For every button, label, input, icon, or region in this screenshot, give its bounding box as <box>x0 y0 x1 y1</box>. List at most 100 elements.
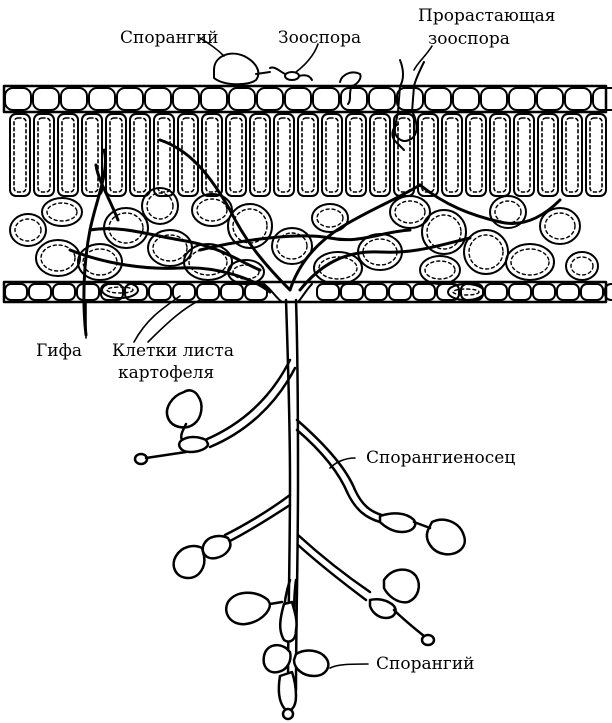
epidermis-cell <box>565 88 591 110</box>
chloroplast-ring <box>542 118 554 192</box>
chloroplast-ring <box>230 118 242 192</box>
chloroplast-ring <box>518 118 530 192</box>
lower-epidermis-cell <box>29 284 51 300</box>
lower-epidermis-cell <box>341 284 363 300</box>
spongy-cell <box>42 198 82 226</box>
palisade-cell <box>58 114 78 196</box>
chloroplast-ring <box>254 118 266 192</box>
guard-cell <box>298 284 312 302</box>
lower-epidermis-cell <box>509 284 531 300</box>
epidermis-cell <box>481 88 507 110</box>
palisade-cell <box>106 114 126 196</box>
epidermis-cell <box>313 88 339 110</box>
palisade-cell <box>370 114 390 196</box>
spongy-cell-inner <box>545 213 575 239</box>
lower-epidermis-cell <box>389 284 411 300</box>
epidermis-cell <box>89 88 115 110</box>
spongy-cell-inner <box>197 199 227 221</box>
chloroplast-ring <box>38 118 50 192</box>
palisade-cell <box>226 114 246 196</box>
lower-epidermis-cell <box>557 284 579 300</box>
palisade-cell <box>562 114 582 196</box>
spongy-cell-inner <box>495 201 521 223</box>
epidermis-cell <box>285 88 311 110</box>
lower-epidermis-cell <box>77 284 99 300</box>
chloroplast-ring <box>590 118 602 192</box>
palisade-cell <box>442 114 462 196</box>
spongy-cell-inner <box>395 201 425 223</box>
chloroplast-ring <box>158 118 170 192</box>
spongy-cell-inner <box>511 249 549 275</box>
palisade-cell <box>346 114 366 196</box>
epidermis-cell <box>509 88 535 110</box>
chloroplast-ring <box>350 118 362 192</box>
epidermis-cell <box>593 88 612 110</box>
palisade-cell <box>490 114 510 196</box>
chloroplast-ring <box>302 118 314 192</box>
spongy-cell-inner <box>317 209 343 227</box>
lower-epidermis-cell <box>317 284 339 300</box>
palisade-cell <box>394 114 414 196</box>
lower-epidermis-cell <box>221 284 243 300</box>
epidermis-cell <box>397 88 423 110</box>
epidermis-cell <box>341 88 367 110</box>
lower-epidermis <box>4 282 612 302</box>
palisade-cell <box>274 114 294 196</box>
label-hypha: Гифа <box>36 342 82 361</box>
palisade-cell <box>418 114 438 196</box>
palisade-cell <box>82 114 102 196</box>
spongy-cell-inner <box>453 289 479 295</box>
palisade-cell <box>322 114 342 196</box>
chloroplast-ring <box>62 118 74 192</box>
epidermis-cell <box>229 88 255 110</box>
label-sporangium-top: Спорангий <box>120 29 219 48</box>
lower-epidermis-cell <box>485 284 507 300</box>
spongy-cell-inner <box>571 257 593 275</box>
label-germinating-line1: Прорастающая <box>418 7 556 26</box>
palisade-cell <box>514 114 534 196</box>
label-sporangium-bottom: Спорангий <box>376 655 475 674</box>
palisade-cell <box>10 114 30 196</box>
epidermis-cell <box>145 88 171 110</box>
epidermis-cell <box>173 88 199 110</box>
palisade-cell <box>154 114 174 196</box>
upper-epidermis <box>4 86 612 112</box>
epidermis-cell <box>5 88 31 110</box>
lower-epidermis-cell <box>365 284 387 300</box>
epidermis-cell <box>33 88 59 110</box>
spongy-cell-inner <box>47 203 77 221</box>
chloroplast-ring <box>110 118 122 192</box>
epidermis-cell <box>257 88 283 110</box>
spongy-cell-inner <box>107 287 133 293</box>
chloroplast-ring <box>494 118 506 192</box>
epidermis-cell <box>201 88 227 110</box>
palisade-cell <box>130 114 150 196</box>
chloroplast-ring <box>278 118 290 192</box>
spongy-cell-inner <box>425 261 455 279</box>
label-sporangiophore: Спорангиеносец <box>366 449 515 468</box>
chloroplast-ring <box>86 118 98 192</box>
chloroplast-ring <box>14 118 26 192</box>
label-germinating-line2: зооспора <box>428 30 510 49</box>
chloroplast-ring <box>374 118 386 192</box>
lower-epidermis-cell <box>149 284 171 300</box>
epidermis-cell <box>453 88 479 110</box>
spongy-cell-inner <box>469 235 503 269</box>
spongy-cell-inner <box>15 219 41 241</box>
palisade-cell <box>538 114 558 196</box>
chloroplast-ring <box>326 118 338 192</box>
palisade-cell <box>466 114 486 196</box>
palisade-cell <box>586 114 606 196</box>
chloroplast-ring <box>566 118 578 192</box>
epidermis-cell <box>425 88 451 110</box>
epidermis-cell <box>117 88 143 110</box>
epidermis-cell <box>61 88 87 110</box>
palisade-layer <box>10 114 606 196</box>
label-zoospore: Зооспора <box>278 29 361 48</box>
palisade-cell <box>250 114 270 196</box>
label-leaf-cells-line1: Клетки листа <box>112 342 234 361</box>
chloroplast-ring <box>134 118 146 192</box>
epidermis-cell <box>537 88 563 110</box>
